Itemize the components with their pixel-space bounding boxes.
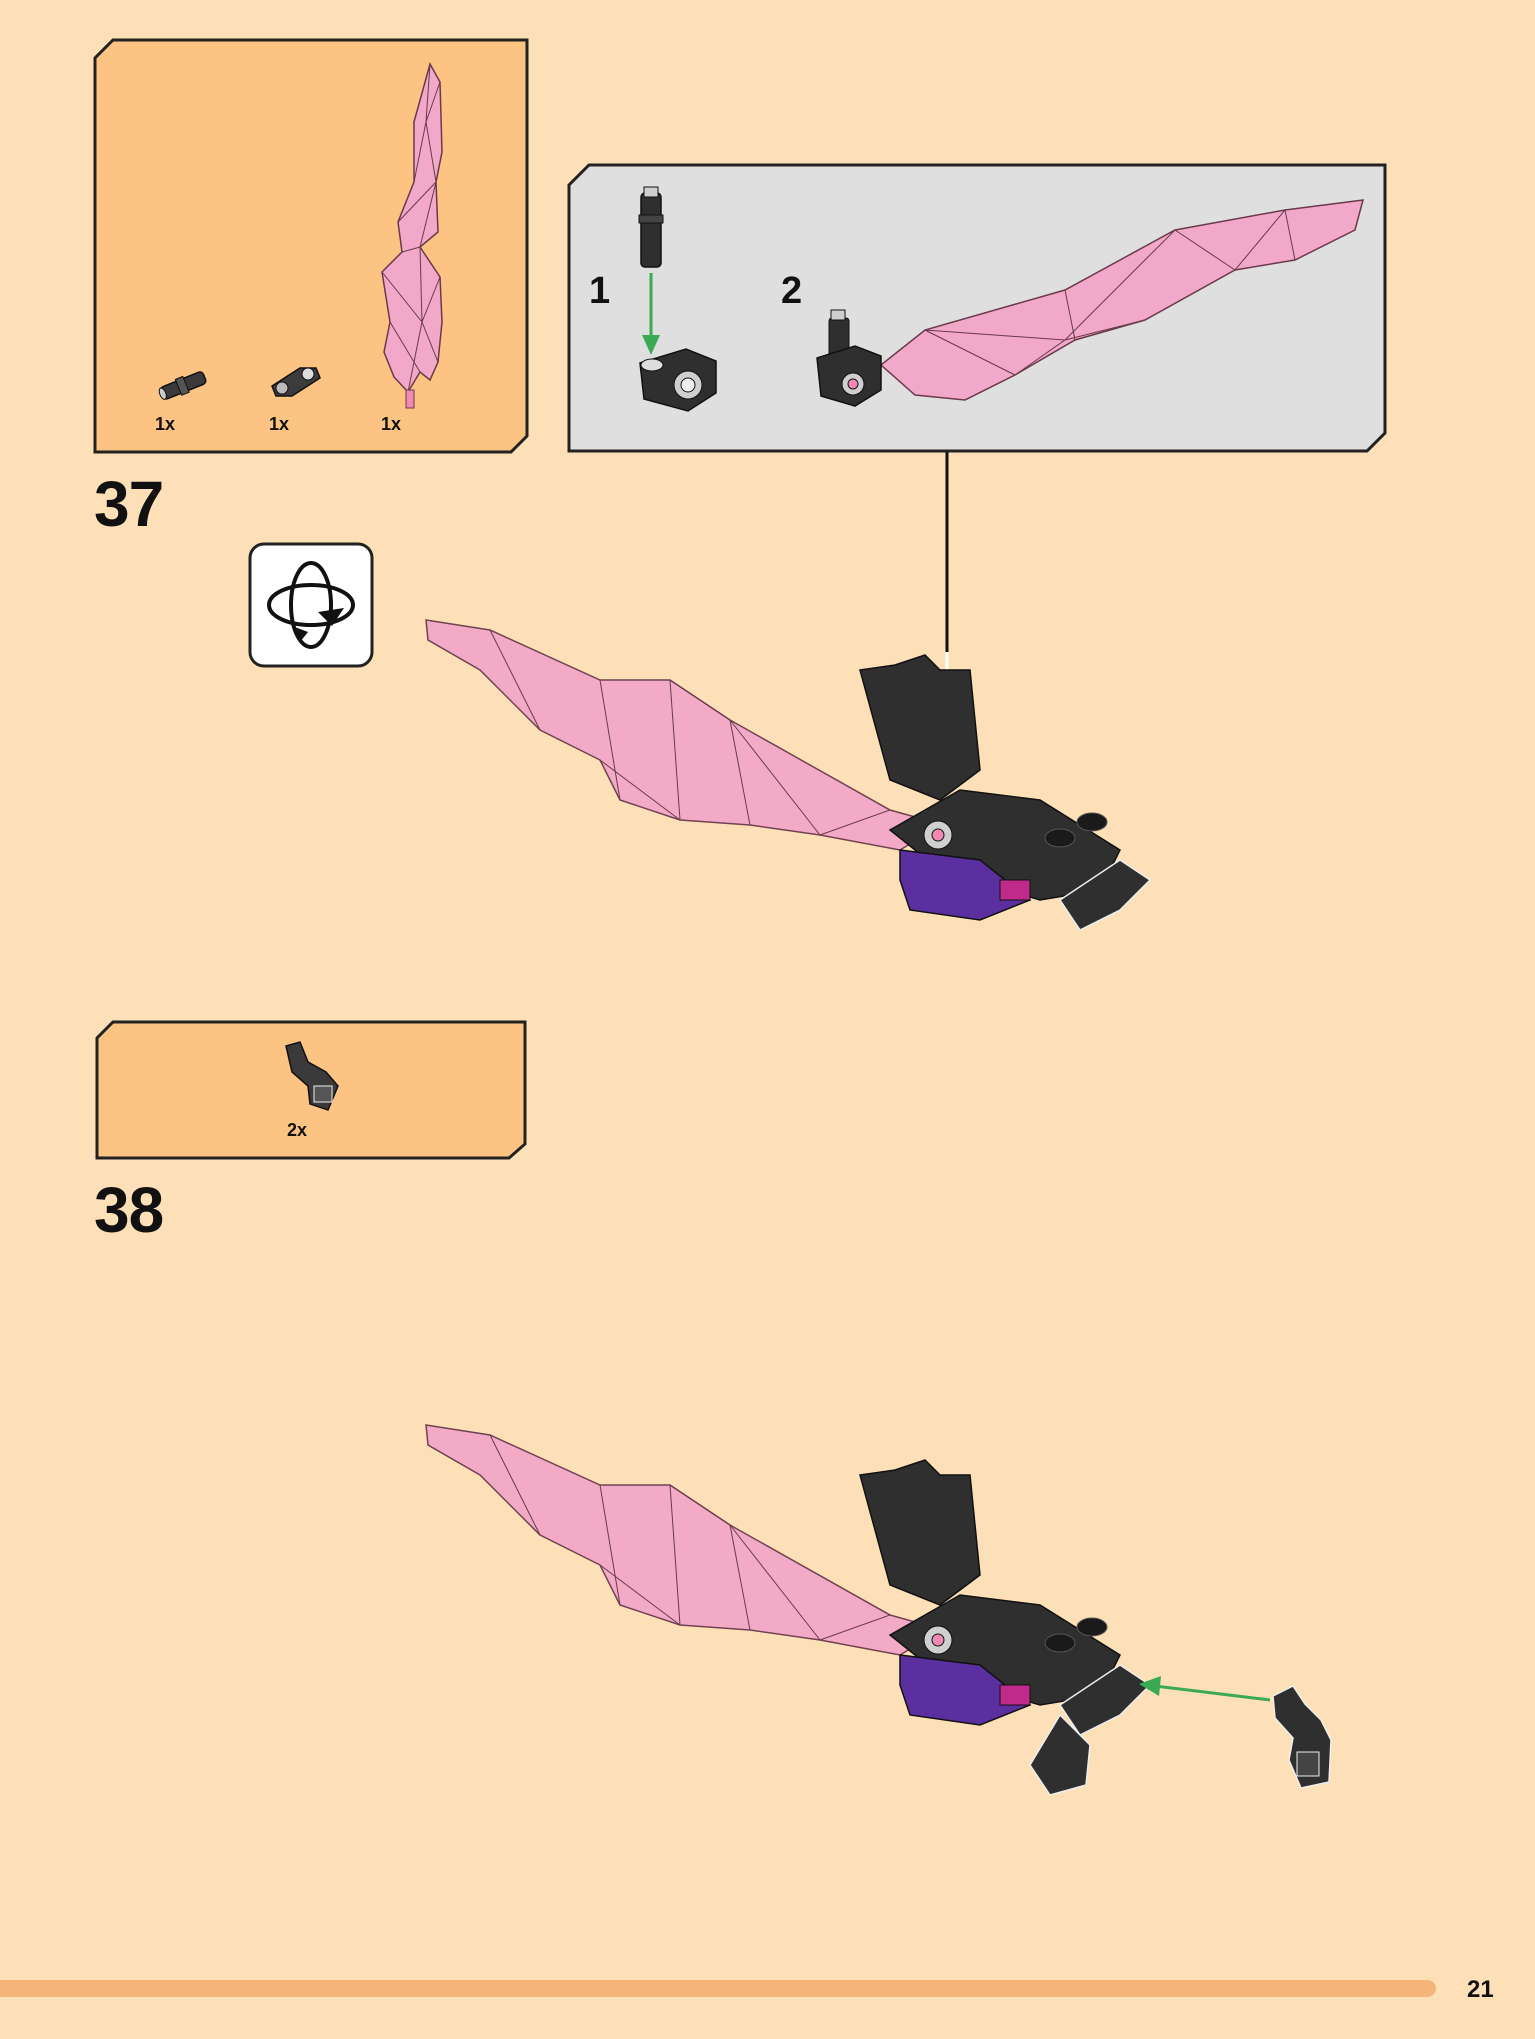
part-angled-bracket-piece [285,1041,339,1111]
substep-number-1: 1 [589,270,611,312]
page-number: 21 [1467,1976,1494,2003]
assembly-arrow [1139,1676,1271,1702]
loose-angled-bracket-piece [1272,1685,1332,1789]
progress-bar-fill [0,1980,1436,1997]
page-progress-bar [0,1980,1436,1997]
part-quantity: 1x [268,414,290,434]
part-quantity: 2x [286,1120,308,1140]
substep-1-illustration [638,186,717,412]
part-pin-axle-connector [158,371,207,400]
model-step-38 [425,1424,1152,1796]
part-pink-crystal-wing [381,62,443,409]
part-axle-connector-perpendicular [271,367,321,397]
rotate-model-icon [248,542,374,668]
substep-2-illustration [816,199,1365,407]
step-number-38: 38 [94,1174,164,1246]
part-quantity: 1x [380,414,402,434]
part-quantity: 1x [154,414,176,434]
step-number-37: 37 [94,468,164,540]
substep-number-2: 2 [781,270,803,312]
model-step-37 [425,619,1152,931]
